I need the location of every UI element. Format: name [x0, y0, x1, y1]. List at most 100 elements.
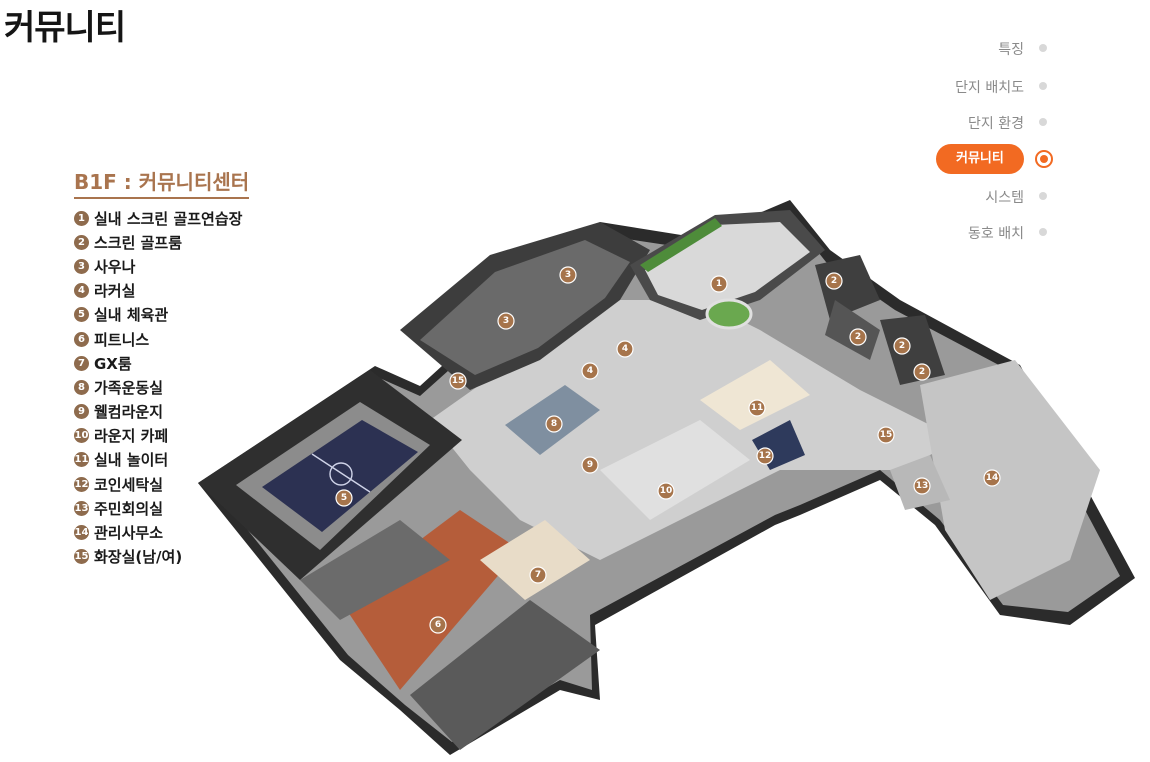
facility-name: 스크린 골프룸: [94, 233, 183, 252]
svg-text:1: 1: [716, 279, 722, 289]
nav-dot-unit-layout[interactable]: [1039, 228, 1047, 236]
plan-marker[interactable]: 5: [335, 489, 353, 507]
plan-fitness-floor: [340, 510, 520, 690]
plan-marker[interactable]: 15: [449, 372, 467, 390]
number-badge: 15: [74, 549, 89, 565]
svg-text:14: 14: [986, 473, 999, 483]
list-item: 2 스크린 골프룸: [74, 230, 242, 254]
svg-text:12: 12: [759, 451, 772, 461]
plan-marker[interactable]: 1: [710, 275, 728, 293]
plan-marker[interactable]: 13: [913, 477, 931, 495]
facility-name: GX룸: [94, 354, 132, 373]
plan-court-circle: [329, 462, 353, 486]
nav-item-system[interactable]: 시스템: [985, 190, 1024, 206]
svg-text:4: 4: [622, 344, 628, 354]
list-item: 1 실내 스크린 골프연습장: [74, 206, 242, 230]
plan-marker[interactable]: 3: [559, 266, 577, 284]
svg-text:3: 3: [565, 270, 571, 280]
plan-fitness-machines: [410, 600, 600, 750]
number-badge: 5: [74, 307, 89, 323]
number-badge: 9: [74, 404, 89, 420]
svg-text:13: 13: [916, 481, 929, 491]
plan-putting-green: [705, 298, 753, 330]
svg-text:10: 10: [660, 486, 673, 496]
svg-text:8: 8: [551, 419, 557, 429]
number-badge: 14: [74, 525, 89, 541]
plan-marker[interactable]: 3: [497, 312, 515, 330]
nav-dot-community-active[interactable]: [1035, 150, 1053, 168]
plan-lounge-cafe: [600, 420, 750, 520]
plan-golf-room-c: [825, 300, 880, 360]
nav-item-features[interactable]: 특징: [998, 42, 1024, 58]
facility-name: 실내 스크린 골프연습장: [94, 209, 243, 228]
plan-marker[interactable]: 6: [429, 616, 447, 634]
svg-text:15: 15: [880, 430, 893, 440]
page-title: 커뮤니티: [4, 8, 126, 48]
svg-text:2: 2: [899, 341, 905, 351]
plan-marker[interactable]: 8: [545, 415, 563, 433]
facility-name: 웰컴라운지: [94, 403, 164, 422]
facility-name: 실내 놀이터: [94, 451, 169, 470]
list-item: 15 화장실(남/여): [74, 545, 242, 569]
plan-sauna-interior: [420, 240, 630, 375]
number-badge: 1: [74, 210, 89, 226]
number-badge: 6: [74, 331, 89, 347]
facility-name: 라커실: [94, 282, 136, 301]
floor-heading: B1F : 커뮤니티센터: [74, 166, 250, 199]
svg-text:2: 2: [855, 332, 861, 342]
facility-name: 주민회의실: [94, 499, 164, 518]
plan-marker[interactable]: 11: [748, 399, 766, 417]
facility-name: 관리사무소: [94, 524, 164, 543]
plan-admin-office: [920, 360, 1100, 600]
plan-marker[interactable]: 15: [877, 426, 895, 444]
svg-text:3: 3: [503, 316, 509, 326]
facility-name: 실내 체육관: [94, 306, 169, 325]
list-item: 5 실내 체육관: [74, 303, 242, 327]
plan-marker[interactable]: 2: [913, 363, 931, 381]
plan-marker[interactable]: 9: [581, 456, 599, 474]
nav-dot-site-plan[interactable]: [1039, 82, 1047, 90]
plan-golf-screen-green: [640, 218, 722, 272]
plan-marker[interactable]: 4: [581, 362, 599, 380]
facility-name: 라운지 카페: [94, 427, 169, 446]
number-badge: 3: [74, 258, 89, 274]
facility-name: 화장실(남/여): [94, 548, 183, 567]
plan-marker[interactable]: 2: [893, 337, 911, 355]
plan-fitness-equip: [300, 520, 450, 620]
list-item: 7 GX룸: [74, 351, 242, 375]
list-item: 9 웰컴라운지: [74, 400, 242, 424]
svg-text:9: 9: [587, 460, 593, 470]
plan-marker[interactable]: 2: [825, 272, 843, 290]
plan-marker[interactable]: 4: [616, 340, 634, 358]
nav-item-community[interactable]: 커뮤니티: [936, 144, 1024, 174]
nav-item-environment[interactable]: 단지 환경: [968, 116, 1024, 132]
plan-court-line: [311, 453, 371, 493]
nav-dot-features[interactable]: [1039, 44, 1047, 52]
plan-golf-room-a: [815, 255, 880, 320]
nav-dot-system[interactable]: [1039, 192, 1047, 200]
number-badge: 2: [74, 234, 89, 250]
number-badge: 10: [74, 428, 89, 444]
nav-item-site-plan[interactable]: 단지 배치도: [955, 80, 1024, 96]
facility-name: 사우나: [94, 257, 136, 276]
plan-marker[interactable]: 14: [983, 469, 1001, 487]
number-badge: 13: [74, 500, 89, 516]
nav-item-unit-layout[interactable]: 동호 배치: [968, 226, 1024, 242]
svg-text:2: 2: [919, 367, 925, 377]
list-item: 10 라운지 카페: [74, 424, 242, 448]
number-badge: 12: [74, 476, 89, 492]
list-item: 13 주민회의실: [74, 496, 242, 520]
plan-marker[interactable]: 2: [849, 328, 867, 346]
number-badge: 11: [74, 452, 89, 468]
plan-marker[interactable]: 10: [657, 482, 675, 500]
list-item: 12 코인세탁실: [74, 472, 242, 496]
nav-dot-environment[interactable]: [1039, 118, 1047, 126]
number-badge: 7: [74, 355, 89, 371]
facility-name: 코인세탁실: [94, 475, 164, 494]
svg-text:7: 7: [535, 570, 541, 580]
plan-marker[interactable]: 7: [529, 566, 547, 584]
plan-marker[interactable]: 12: [756, 447, 774, 465]
